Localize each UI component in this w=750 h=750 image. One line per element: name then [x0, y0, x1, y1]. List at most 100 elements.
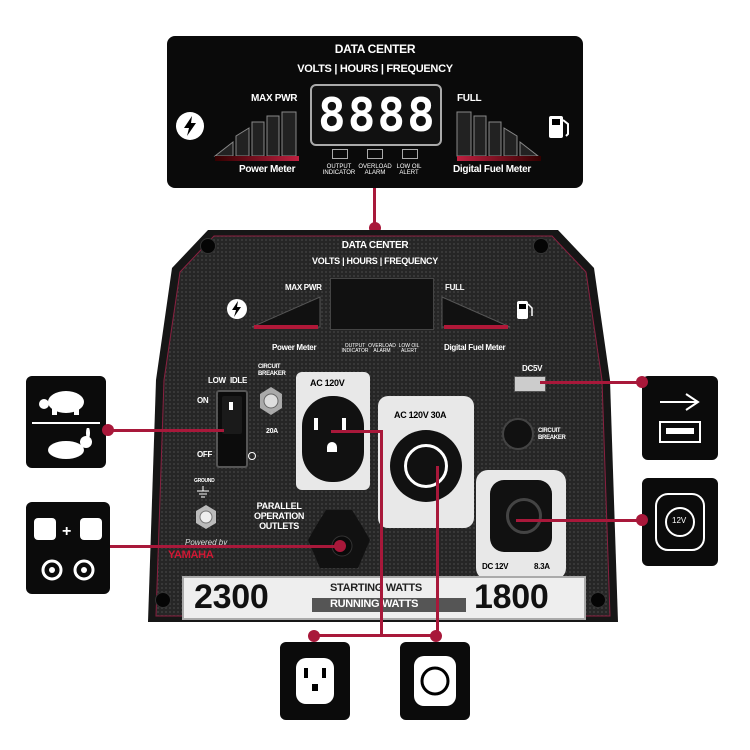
fuel-meter-label: Digital Fuel Meter: [453, 164, 531, 175]
breaker-rating: 20A: [266, 428, 278, 435]
panel-lightning-icon: [227, 299, 247, 319]
output-indicator-label: OUTPUT INDICATOR: [322, 164, 356, 176]
dc12-rating: 8.3A: [534, 562, 550, 571]
yamaha-logo: YAMAHA: [168, 549, 214, 561]
watts-plate: 2300 STARTING WATTS RUNNING WATTS 1800: [182, 576, 586, 620]
max-pwr-label: MAX PWR: [251, 93, 298, 104]
panel-lcd: [330, 278, 434, 330]
parallel-leader-dot: [334, 540, 346, 552]
panel-data-center-subtitle: VOLTS | HOURS | FREQUENCY: [312, 256, 438, 266]
usb-leader: [540, 381, 642, 384]
fuel-meter-bars: [456, 111, 540, 157]
ac30a-label: AC 120V 30A: [394, 410, 447, 420]
dc12-label: DC 12V: [482, 562, 509, 571]
panel-max-pwr-label: MAX PWR: [285, 283, 322, 292]
ac-leader-bottom: [314, 634, 436, 637]
ac-leader-v: [380, 430, 383, 636]
overload-alarm-led: [367, 149, 383, 159]
ac30a-twistlock-outlet[interactable]: [390, 430, 462, 502]
panel-low-oil-label: LOW OIL ALERT: [398, 343, 420, 354]
panel-data-center-title: DATA CENTER: [341, 240, 409, 251]
usb-callout: [642, 376, 718, 460]
panel-fuel-meter: [441, 296, 511, 329]
screw-hole: [155, 592, 171, 608]
screw-hole: [590, 592, 606, 608]
starting-watts-label: STARTING WATTS: [330, 582, 422, 594]
lightning-icon: [176, 112, 204, 140]
ac30-leader-dot: [430, 630, 442, 642]
powered-by-text: Powered by: [185, 538, 228, 547]
power-meter-underline: [215, 156, 299, 161]
eco-leader: [106, 429, 224, 432]
ac120-label: AC 120V: [310, 378, 345, 388]
eco-off-indicator-icon: [248, 452, 256, 460]
ac-leader-h: [331, 430, 383, 433]
screw-hole: [533, 238, 549, 254]
ground-terminal[interactable]: [194, 504, 218, 530]
power-meter-bars: [213, 111, 297, 157]
ac120-outlet[interactable]: [302, 396, 364, 482]
dc12v-leader: [516, 519, 642, 522]
data-center-callout: DATA CENTER VOLTS | HOURS | FREQUENCY MA…: [167, 36, 583, 188]
starting-watts-value: 2300: [194, 578, 269, 616]
panel-power-meter: [251, 296, 321, 329]
panel-power-meter-label: Power Meter: [272, 343, 317, 352]
breaker-label: CIRCUIT BREAKER: [258, 364, 286, 377]
dc-breaker-label: CIRCUIT BREAKER: [538, 428, 566, 441]
fuel-pump-icon: [549, 116, 569, 138]
dc5v-label: DC5V: [522, 364, 543, 373]
eco-callout: [26, 376, 106, 468]
twistlock-outlet-icon: [414, 656, 456, 706]
eco-off-label: OFF: [197, 450, 213, 459]
parallel-leader: [110, 545, 338, 548]
dc12v-leader-dot: [636, 514, 648, 526]
data-center-subtitle: VOLTS | HOURS | FREQUENCY: [297, 63, 453, 75]
ac-leader-dot: [308, 630, 320, 642]
eco-low-label: LOW: [208, 376, 226, 385]
ac120-callout: [280, 642, 350, 720]
output-indicator-led: [332, 149, 348, 159]
panel-full-label: FULL: [445, 283, 465, 292]
usb-leader-dot: [636, 376, 648, 388]
eco-on-label: ON: [197, 396, 209, 405]
parallel-generators-icon: +: [34, 518, 102, 540]
rabbit-icon: [48, 428, 92, 459]
data-center-title: DATA CENTER: [334, 42, 416, 56]
parallel-callout: +: [26, 502, 110, 594]
ac30a-frame: AC 120V 30A: [378, 396, 474, 528]
panel-fuel-meter-label: Digital Fuel Meter: [444, 343, 506, 352]
dc12v-callout: 12V: [642, 478, 718, 566]
ground-symbol-icon: [197, 486, 209, 498]
panel-output-indicator-label: OUTPUT INDICATOR: [341, 343, 369, 354]
svg-text:+: +: [62, 523, 71, 540]
top-leader-line: [373, 188, 376, 228]
eco-idle-label: IDLE: [230, 376, 248, 385]
running-watts-label: RUNNING WATTS: [330, 598, 419, 610]
lcd-display: 8888: [310, 84, 442, 146]
dc12v-icon-label: 12V: [672, 516, 687, 525]
lcd-digits: 8888: [318, 88, 437, 142]
running-watts-value: 1800: [474, 578, 549, 616]
panel-overload-label: OVERLOAD ALARM: [368, 343, 396, 354]
parallel-sockets-icon: [41, 559, 95, 581]
panel-fuel-pump-icon: [517, 301, 533, 319]
dc12-frame: DC 12V 8.3A: [476, 470, 566, 580]
fuel-meter-underline: [457, 156, 541, 161]
overload-alarm-label: OVERLOAD ALARM: [358, 164, 392, 176]
circuit-breaker-button[interactable]: [258, 386, 284, 416]
usb-icon: [659, 393, 701, 443]
power-meter-label: Power Meter: [239, 164, 296, 175]
dc12-socket[interactable]: [490, 480, 552, 552]
parallel-label: PARALLEL OPERATION OUTLETS: [254, 501, 305, 531]
ground-label: GROUND: [194, 478, 215, 484]
usb-port[interactable]: [514, 376, 546, 392]
ac30-leader-v: [436, 466, 439, 636]
dc-breaker-button[interactable]: [502, 418, 534, 450]
turtle-icon: [39, 391, 84, 415]
low-oil-label: LOW OIL ALERT: [396, 164, 422, 176]
duplex-outlet-icon: [296, 658, 334, 704]
eco-leader-dot: [102, 424, 114, 436]
screw-hole: [200, 238, 216, 254]
full-label: FULL: [457, 93, 482, 104]
ac30a-callout: [400, 642, 470, 720]
